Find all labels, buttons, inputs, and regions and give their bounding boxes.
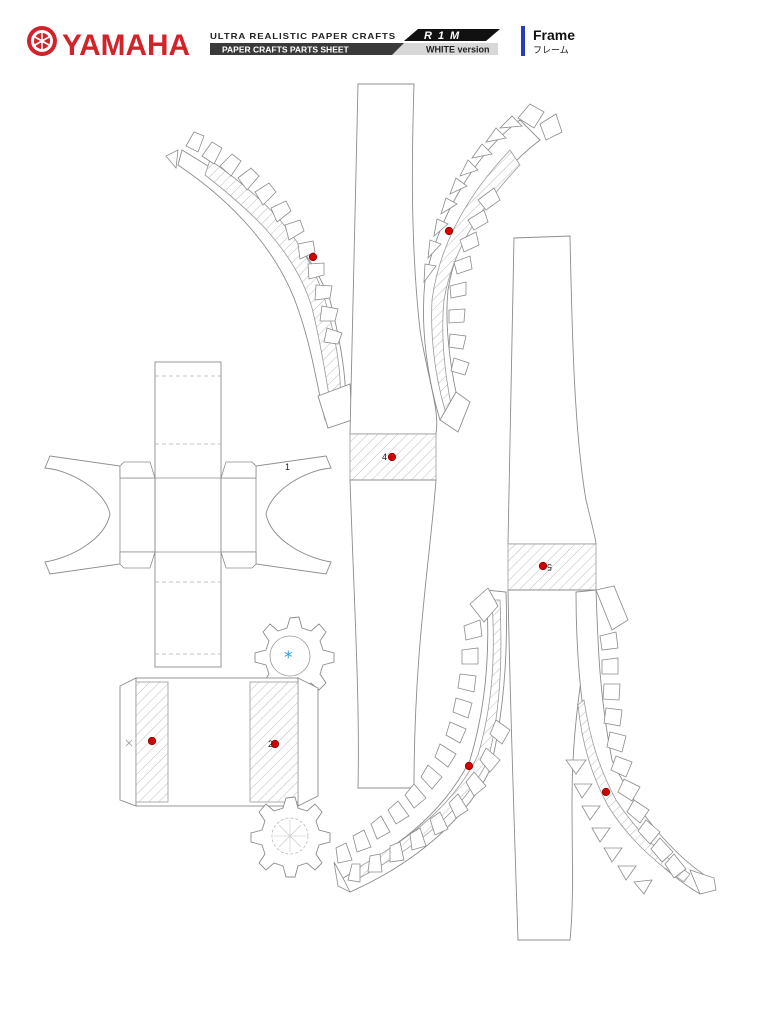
series-title: ULTRA REALISTIC PAPER CRAFTS (210, 31, 396, 41)
part-label-4: 4 (382, 452, 387, 462)
section-title-jp: フレーム (533, 45, 569, 56)
subtitle: PAPER CRAFTS PARTS SHEET (222, 45, 350, 55)
header: YAMAHA ULTRA REALISTIC PAPER CRAFTS R1M … (27, 26, 575, 62)
part-label-5: 5 (547, 562, 552, 572)
alignment-marker (601, 787, 611, 797)
section-accent-bar (521, 26, 525, 56)
frame-rib-lower-left (333, 587, 511, 893)
frame-rib-upper-right (423, 103, 563, 433)
glue-mark-icon: * (284, 648, 293, 668)
part-label-2: 2 (268, 739, 273, 749)
svg-text:R1M: R1M (424, 30, 465, 42)
alignment-marker (464, 761, 474, 771)
frame-strip-part-4: 4 (349, 83, 438, 789)
part-label-1: 1 (285, 462, 290, 472)
brand-logo: YAMAHA (62, 29, 190, 62)
alignment-marker (270, 739, 280, 749)
frame-rib-lower-right (565, 585, 717, 895)
version-label: WHITE version (426, 45, 490, 55)
frame-gear-top: * (254, 616, 335, 698)
model-logo: R1M (404, 29, 500, 42)
alignment-marker (147, 736, 157, 746)
frame-rib-upper-left (165, 131, 353, 429)
yamaha-emblem-icon (27, 26, 57, 56)
frame-part-1: 1 (44, 361, 332, 668)
alignment-marker (308, 252, 318, 262)
frame-gear-bottom (250, 796, 331, 878)
frame-strip-part-5: 5 (507, 235, 597, 941)
alignment-marker (444, 226, 454, 236)
section-title: Frame (533, 27, 575, 43)
alignment-marker (387, 452, 397, 462)
frame-part-2: 2 (119, 677, 319, 807)
alignment-marker (538, 561, 548, 571)
